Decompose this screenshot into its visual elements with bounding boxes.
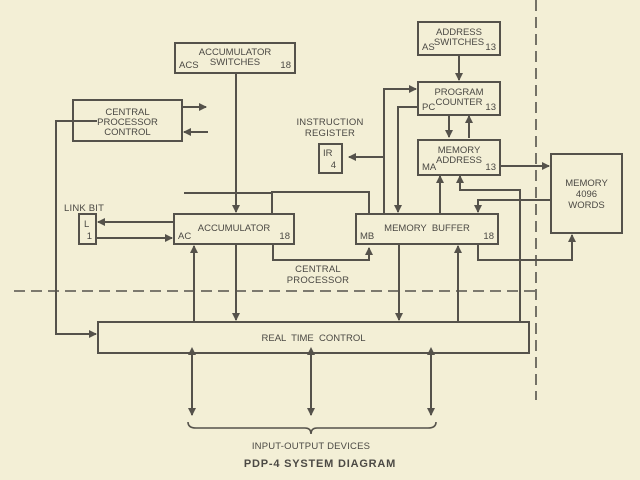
- ma-title-1: MEMORY: [437, 145, 481, 156]
- wire-mb-to-pc: [383, 85, 417, 214]
- cp-label-2: PROCESSOR: [286, 275, 350, 286]
- memory-title-2: 4096: [575, 189, 598, 200]
- ac-code: AC: [178, 231, 192, 242]
- cpc-title-1: CENTRAL: [105, 107, 150, 118]
- cp-label-1: CENTRAL: [295, 264, 341, 275]
- accumulator-switches-block: ACCUMULATOR SWITCHES ACS 18: [174, 42, 296, 74]
- instruction-register-label: INSTRUCTION REGISTER: [290, 117, 370, 139]
- instruction-register-block: IR 4: [318, 143, 343, 174]
- central-processor-label: CENTRAL PROCESSOR: [280, 264, 356, 286]
- wire-ac-to-mb: [272, 244, 373, 261]
- ac-title: ACCUMULATOR: [197, 223, 271, 234]
- acs-bits: 18: [280, 60, 291, 71]
- address-switches-block: ADDRESS SWITCHES AS 13: [417, 21, 501, 56]
- memory-buffer-block: MEMORY BUFFER MB 18: [355, 213, 499, 245]
- memory-address-block: MEMORY ADDRESS MA 13: [417, 139, 501, 176]
- rtc-title: REAL TIME CONTROL: [261, 333, 366, 344]
- wire-mb-to-memory: [477, 234, 576, 261]
- cpc-title-2: PROCESSOR: [97, 117, 158, 128]
- central-processor-control-block: CENTRAL PROCESSOR CONTROL: [72, 99, 183, 142]
- link-code: L: [84, 219, 90, 230]
- as-code: AS: [422, 42, 435, 53]
- pc-bits: 13: [485, 102, 496, 113]
- as-title-1: ADDRESS: [436, 27, 482, 38]
- memory-title-3: WORDS: [568, 200, 605, 211]
- accumulator-block: ACCUMULATOR AC 18: [173, 213, 295, 245]
- program-counter-block: PROGRAM COUNTER PC 13: [417, 81, 501, 116]
- diagram-title: PDP-4 SYSTEM DIAGRAM: [243, 458, 397, 470]
- link-bits: 1: [86, 231, 92, 242]
- pc-code: PC: [422, 102, 436, 113]
- io-devices-label: INPUT-OUTPUT DEVICES: [251, 441, 371, 452]
- wire-memory-to-mb: [474, 199, 551, 213]
- ma-code: MA: [422, 162, 437, 173]
- as-title-2: SWITCHES: [433, 37, 485, 48]
- ir-label-1: INSTRUCTION: [296, 117, 364, 128]
- mb-title: MEMORY BUFFER: [384, 223, 470, 234]
- ir-bits: 4: [330, 160, 336, 171]
- memory-block: MEMORY 4096 WORDS: [550, 153, 623, 234]
- wire-segment: [271, 191, 370, 214]
- acs-title-2: SWITCHES: [209, 57, 261, 68]
- wire-mb-to-ac: [184, 192, 273, 214]
- link-bit-block: L 1: [78, 213, 97, 245]
- memory-title-1: MEMORY: [565, 178, 608, 189]
- pc-title-1: PROGRAM: [434, 87, 484, 98]
- cpc-title-3: CONTROL: [104, 127, 151, 138]
- ma-title-2: ADDRESS: [436, 155, 482, 166]
- ir-label-2: REGISTER: [304, 128, 356, 139]
- link-bit-label: LINK BIT: [64, 203, 105, 214]
- acs-title-1: ACCUMULATOR: [198, 47, 272, 58]
- as-bits: 13: [485, 42, 496, 53]
- ir-code: IR: [323, 148, 333, 159]
- io-devices-brace: [187, 421, 437, 435]
- real-time-control-block: REAL TIME CONTROL: [97, 321, 530, 354]
- pc-title-2: COUNTER: [435, 97, 483, 108]
- acs-code: ACS: [179, 60, 199, 71]
- wire-rtc-to-ma: [456, 175, 521, 322]
- ac-bits: 18: [279, 231, 290, 242]
- ma-bits: 13: [485, 162, 496, 173]
- wire-pc-to-mb: [394, 106, 418, 213]
- wire-cpc-to-rtc: [55, 120, 97, 338]
- mb-bits: 18: [483, 231, 494, 242]
- mb-code: MB: [360, 231, 375, 242]
